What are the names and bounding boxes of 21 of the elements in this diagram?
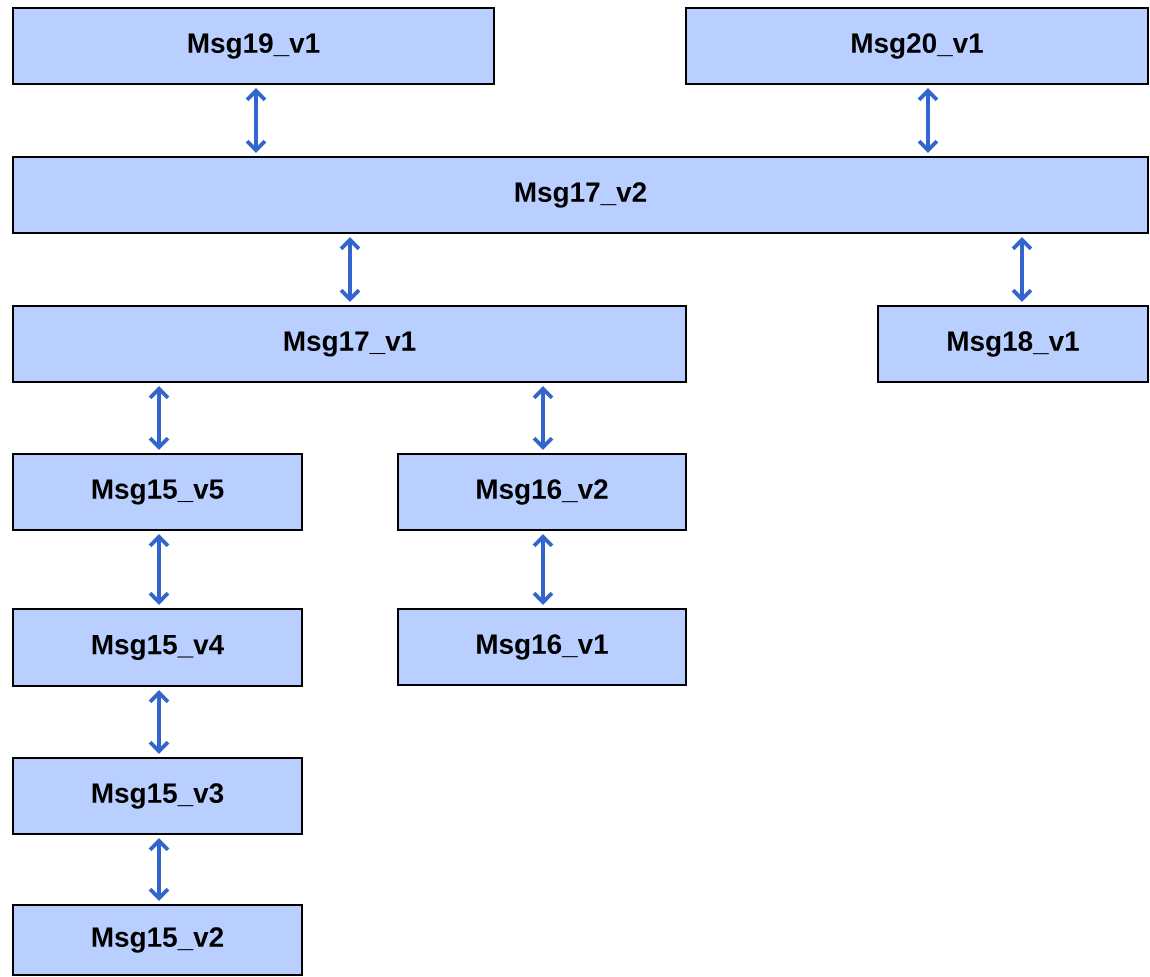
message-box: Msg16_v1	[397, 608, 687, 686]
double-arrow	[148, 690, 170, 754]
message-box: Msg17_v1	[12, 305, 687, 383]
message-box: Msg15_v5	[12, 453, 303, 531]
double-arrow	[917, 88, 939, 153]
double-arrow	[148, 534, 170, 605]
message-box: Msg20_v1	[685, 7, 1149, 85]
double-arrow	[532, 386, 554, 450]
message-box: Msg15_v2	[12, 904, 303, 976]
message-box: Msg16_v2	[397, 453, 687, 531]
double-arrow	[148, 386, 170, 450]
message-box: Msg18_v1	[877, 305, 1149, 383]
double-arrow	[339, 237, 361, 302]
message-box: Msg19_v1	[12, 7, 495, 85]
double-arrow	[532, 534, 554, 605]
message-box: Msg15_v3	[12, 757, 303, 835]
double-arrow	[148, 838, 170, 901]
double-arrow	[245, 88, 267, 153]
double-arrow	[1011, 237, 1033, 302]
message-box: Msg17_v2	[12, 156, 1149, 234]
message-box: Msg15_v4	[12, 608, 303, 687]
